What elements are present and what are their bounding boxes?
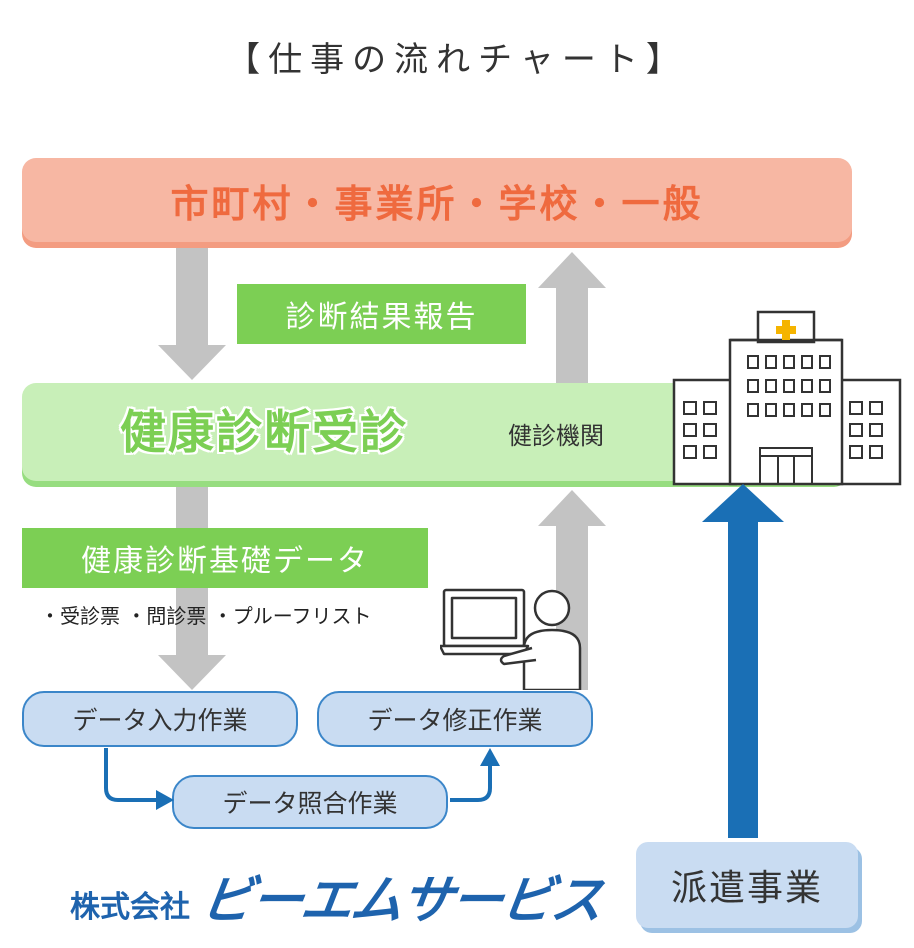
- company-prefix: 株式会社: [70, 890, 190, 925]
- connector-input-to-matching: [104, 748, 158, 802]
- dispatch-arrow: [702, 484, 784, 838]
- connector-arrowhead-up: [480, 748, 500, 766]
- arrow-down-to-checkup: [158, 244, 226, 380]
- company-logo: ビーエムサービス: [197, 871, 606, 931]
- connector-matching-to-correction: [450, 764, 492, 802]
- dispatch-box: 派遣事業: [636, 842, 858, 928]
- hospital-icon: [672, 310, 902, 486]
- clients-bar: [22, 158, 852, 242]
- clients-label: 市町村・事業所・学校・一般: [170, 181, 704, 226]
- data-correction-step: データ修正作業: [317, 691, 593, 747]
- basic-data-tag: 健康診断基礎データ: [22, 528, 428, 588]
- connector-arrowhead-right: [156, 790, 174, 810]
- arrow-up-to-clients: [538, 252, 606, 384]
- report-tag: 診断結果報告: [237, 284, 526, 344]
- arrow-down-to-input: [158, 486, 226, 690]
- institution-label: 健診機関: [508, 422, 604, 450]
- checkup-label: 健康診断受診: [120, 405, 408, 459]
- data-matching-step: データ照合作業: [172, 775, 448, 829]
- documents-list: ・受診票 ・問診票 ・プルーフリスト: [40, 604, 372, 628]
- data-input-step: データ入力作業: [22, 691, 298, 747]
- arrow-up-to-checkup: [538, 490, 606, 690]
- chart-title: 【仕事の流れチャート】: [226, 40, 688, 80]
- person-at-computer-icon: [440, 588, 582, 690]
